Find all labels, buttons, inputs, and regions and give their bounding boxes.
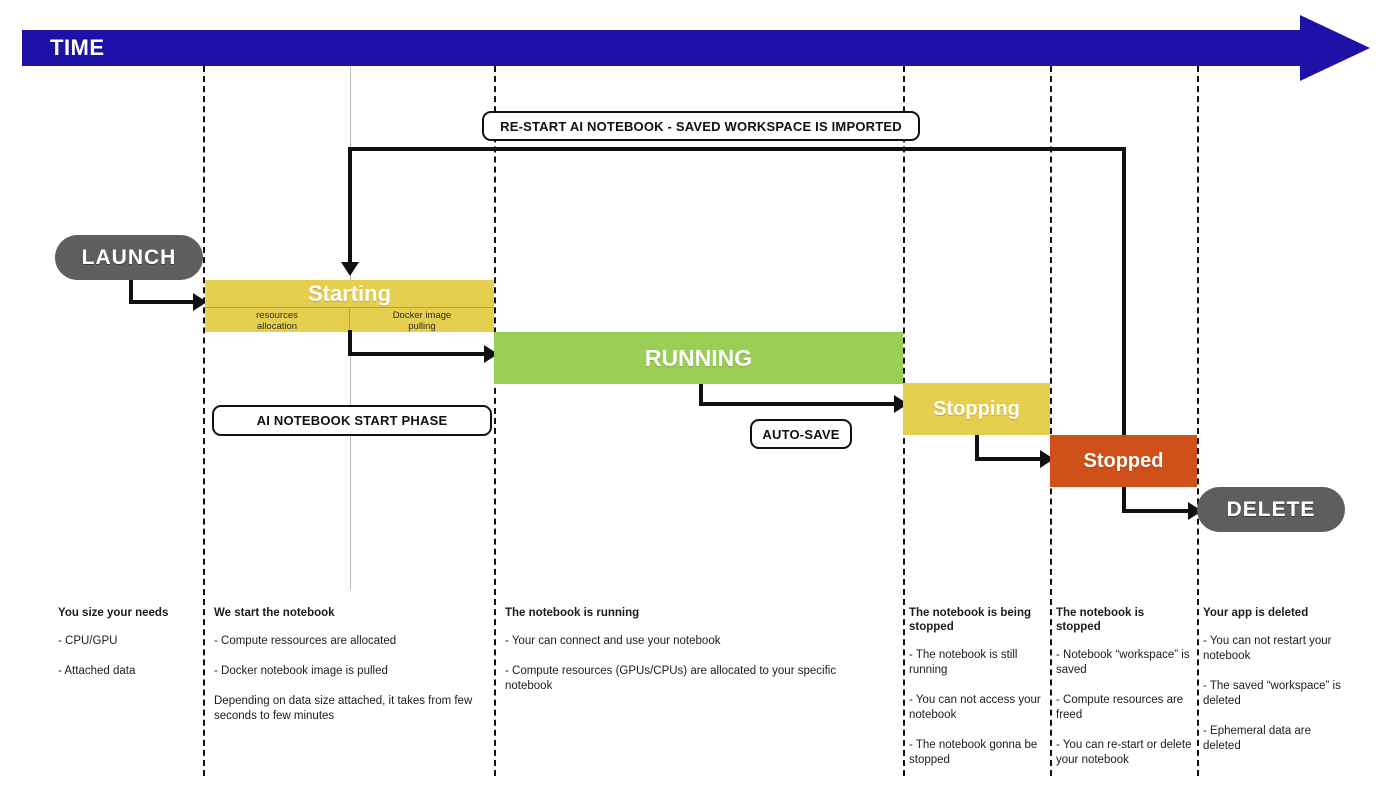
substep-resource-allocation: resources allocation: [205, 308, 349, 333]
running-to-stopping-vertical: [699, 384, 703, 406]
state-stopping[interactable]: Stopping: [903, 383, 1050, 435]
state-running-label: RUNNING: [644, 344, 753, 371]
note-column-3-bullet-2: - The notebook gonna be stopped: [909, 739, 1038, 766]
stopping-to-stopped-vertical: [975, 435, 979, 461]
note-column-4-title: The notebook is stopped: [1056, 607, 1145, 633]
note-column-0-bullet-1: - Attached data: [58, 665, 136, 677]
state-stopped-label: Stopped: [1083, 449, 1164, 472]
running-to-stopping-horizontal: [699, 402, 896, 406]
note-column-1-bullet-1: - Docker notebook image is pulled: [214, 665, 388, 677]
note-column-1-bullet-2: Depending on data size attached, it take…: [214, 695, 473, 722]
state-starting-substeps: resources allocation Docker image pullin…: [205, 307, 494, 333]
time-axis-arrowhead-icon: [1300, 15, 1370, 81]
note-column-0-bullet-0: - CPU/GPU: [58, 635, 118, 647]
callout-restart-label: RE-START AI NOTEBOOK - SAVED WORKSPACE I…: [500, 118, 902, 134]
launch-arrowhead-icon: [193, 293, 207, 311]
note-column-1: We start the notebook - Compute ressourc…: [214, 606, 476, 739]
note-column-5-bullet-2: - Ephemeral data are deleted: [1203, 725, 1312, 752]
phase-divider-1: [203, 66, 205, 776]
callout-restart: RE-START AI NOTEBOOK - SAVED WORKSPACE I…: [482, 111, 920, 141]
stopped-to-delete-vertical: [1122, 487, 1126, 513]
note-column-4-bullet-0: - Notebook “workspace” is saved: [1056, 649, 1190, 676]
note-column-4: The notebook is stopped - Notebook “work…: [1056, 606, 1192, 783]
restart-line-across: [348, 147, 1126, 151]
phase-divider-5: [1197, 66, 1199, 776]
note-column-5-bullet-1: - The saved “workspace” is deleted: [1203, 680, 1341, 707]
starting-to-running-vertical: [348, 330, 352, 356]
launch-connector-vertical: [129, 280, 133, 304]
starting-to-running-horizontal: [348, 352, 486, 356]
note-column-2: The notebook is running - Your can conne…: [505, 606, 865, 709]
phase-divider-2: [494, 66, 496, 776]
launch-node[interactable]: LAUNCH: [55, 235, 203, 280]
state-running[interactable]: RUNNING: [494, 332, 903, 384]
note-column-5: Your app is deleted - You can not restar…: [1203, 606, 1343, 769]
note-column-2-bullet-1: - Compute resources (GPUs/CPUs) are allo…: [505, 665, 837, 692]
substep-resource-allocation-line2: allocation: [256, 320, 298, 332]
note-column-3: The notebook is being stopped - The note…: [909, 606, 1045, 783]
note-column-3-bullet-0: - The notebook is still running: [909, 649, 1018, 676]
delete-node[interactable]: DELETE: [1197, 487, 1345, 532]
state-starting-label: Starting: [307, 280, 392, 306]
time-axis-bar: [22, 30, 1322, 66]
substep-docker-image-pulling-line1: Docker image: [392, 309, 452, 321]
note-column-2-title: The notebook is running: [505, 607, 640, 619]
note-column-3-title: The notebook is being stopped: [909, 607, 1032, 633]
restart-arrowhead-icon: [341, 262, 359, 276]
callout-start-phase-label: AI NOTEBOOK START PHASE: [256, 413, 448, 428]
state-stopped[interactable]: Stopped: [1050, 435, 1197, 487]
stopped-to-delete-horizontal: [1122, 509, 1190, 513]
note-column-0: You size your needs - CPU/GPU - Attached…: [58, 606, 193, 694]
note-column-4-bullet-1: - Compute resources are freed: [1056, 694, 1184, 721]
substep-docker-image-pulling-line2: pulling: [408, 320, 436, 332]
note-column-1-title: We start the notebook: [214, 607, 335, 619]
delete-node-label: DELETE: [1226, 497, 1316, 521]
launch-connector-horizontal: [129, 300, 195, 304]
restart-line-down: [348, 147, 352, 262]
callout-auto-save: AUTO-SAVE: [750, 419, 852, 449]
launch-node-label: LAUNCH: [81, 245, 177, 269]
note-column-0-title: You size your needs: [58, 607, 169, 619]
note-column-2-bullet-0: - Your can connect and use your notebook: [505, 635, 721, 647]
stopping-to-stopped-horizontal: [975, 457, 1042, 461]
note-column-5-title: Your app is deleted: [1203, 607, 1309, 619]
time-axis-label: TIME: [50, 35, 105, 60]
phase-divider-4: [1050, 66, 1052, 776]
state-stopping-label: Stopping: [933, 397, 1020, 420]
substep-docker-image-pulling: Docker image pulling: [349, 308, 494, 333]
restart-line-up: [1122, 147, 1126, 438]
callout-start-phase: AI NOTEBOOK START PHASE: [212, 405, 492, 436]
callout-auto-save-label: AUTO-SAVE: [762, 426, 840, 442]
note-column-1-bullet-0: - Compute ressources are allocated: [214, 635, 397, 647]
state-starting[interactable]: Starting resources allocation Docker ima…: [205, 280, 494, 333]
note-column-5-bullet-0: - You can not restart your notebook: [1203, 635, 1332, 662]
note-column-4-bullet-2: - You can re-start or delete your notebo…: [1056, 739, 1192, 766]
note-column-3-bullet-1: - You can not access your notebook: [909, 694, 1041, 721]
substep-resource-allocation-line1: resources: [256, 309, 298, 321]
